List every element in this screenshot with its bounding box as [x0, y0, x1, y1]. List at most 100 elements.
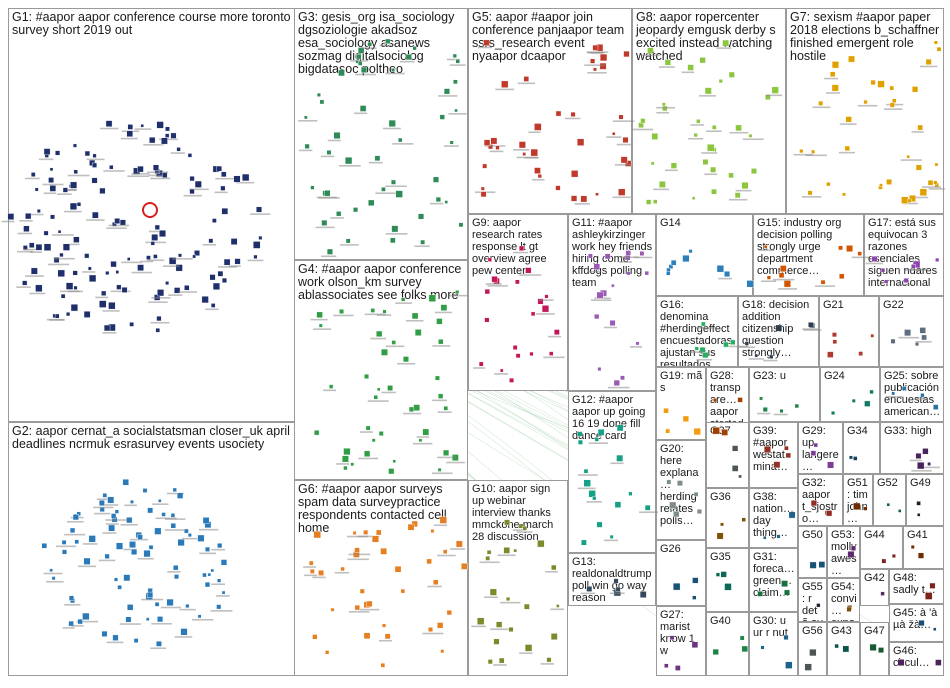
node [102, 631, 107, 636]
node [742, 646, 748, 652]
node-label-stub [328, 140, 341, 142]
node-label-stub [165, 529, 184, 531]
node-label-stub [93, 507, 113, 509]
node [42, 543, 47, 548]
node [389, 468, 395, 474]
node [44, 244, 51, 251]
node [764, 245, 767, 248]
node-label-stub [57, 193, 72, 195]
node-label-stub [518, 83, 535, 85]
node [740, 636, 744, 640]
node [593, 68, 596, 71]
node [392, 340, 396, 344]
node [780, 265, 786, 271]
node-label-stub [102, 332, 116, 334]
node-label-stub [184, 195, 202, 197]
node [592, 496, 596, 500]
node-label-stub [730, 132, 749, 134]
node-label-stub [898, 337, 919, 339]
node [211, 569, 214, 572]
node [870, 644, 877, 651]
node [509, 378, 513, 382]
node [111, 261, 117, 267]
node [496, 622, 502, 628]
node [808, 322, 813, 327]
node [130, 500, 133, 503]
node [683, 416, 689, 422]
node-label-stub [749, 358, 764, 360]
node [152, 234, 158, 240]
node [70, 203, 77, 210]
node-label-stub [701, 152, 717, 154]
node-label-stub [617, 144, 631, 146]
node [830, 72, 835, 77]
node-label-stub [437, 457, 456, 459]
node [217, 579, 221, 583]
node [186, 604, 190, 608]
node [309, 561, 313, 565]
node [937, 47, 941, 51]
node [82, 613, 89, 620]
node [616, 587, 621, 592]
node-label-stub [163, 265, 179, 267]
node-label-stub [147, 171, 168, 173]
node-label-stub [406, 320, 423, 322]
node [37, 209, 40, 212]
node-label-stub [199, 553, 216, 555]
node-label-stub [403, 413, 421, 415]
node-label-stub [611, 462, 624, 464]
node [115, 218, 120, 223]
node [153, 165, 159, 171]
node-label-stub [615, 164, 632, 166]
node-label-stub [52, 234, 74, 236]
node [116, 543, 123, 550]
node [433, 580, 438, 585]
node-label-stub [427, 586, 442, 588]
node-label-stub [78, 566, 96, 568]
node-label-stub [42, 184, 63, 186]
node-label-stub [606, 136, 621, 138]
node [153, 254, 157, 258]
node [892, 392, 895, 395]
node [640, 591, 646, 597]
node-label-stub [349, 611, 370, 613]
node [113, 635, 119, 641]
node-label-stub [250, 213, 270, 215]
node [327, 249, 333, 255]
node [769, 355, 773, 359]
node [504, 547, 510, 553]
node [738, 475, 741, 478]
node-label-stub [48, 264, 69, 266]
node [930, 583, 936, 589]
node-label-stub [608, 387, 630, 389]
node [437, 622, 443, 628]
node [141, 124, 144, 127]
node-label-stub [619, 261, 632, 263]
node [675, 665, 680, 670]
node-label-stub [839, 152, 855, 154]
node-label-stub [802, 328, 818, 330]
node-label-stub [16, 286, 31, 288]
node [101, 291, 106, 296]
node [441, 305, 447, 311]
node [127, 131, 133, 137]
node [484, 40, 490, 46]
node [389, 120, 396, 127]
node [165, 134, 169, 138]
node [440, 115, 445, 120]
node [694, 492, 698, 496]
node-label-stub [25, 178, 40, 180]
node [84, 254, 89, 259]
node [171, 523, 176, 528]
node [692, 596, 696, 600]
node-label-stub [358, 609, 379, 611]
node [84, 311, 90, 317]
node [325, 650, 329, 654]
node [339, 309, 343, 313]
node-label-stub [450, 64, 466, 66]
node [795, 404, 799, 408]
node-label-stub [333, 315, 353, 317]
node [379, 431, 383, 435]
node [549, 352, 553, 356]
node-label-stub [773, 279, 794, 281]
